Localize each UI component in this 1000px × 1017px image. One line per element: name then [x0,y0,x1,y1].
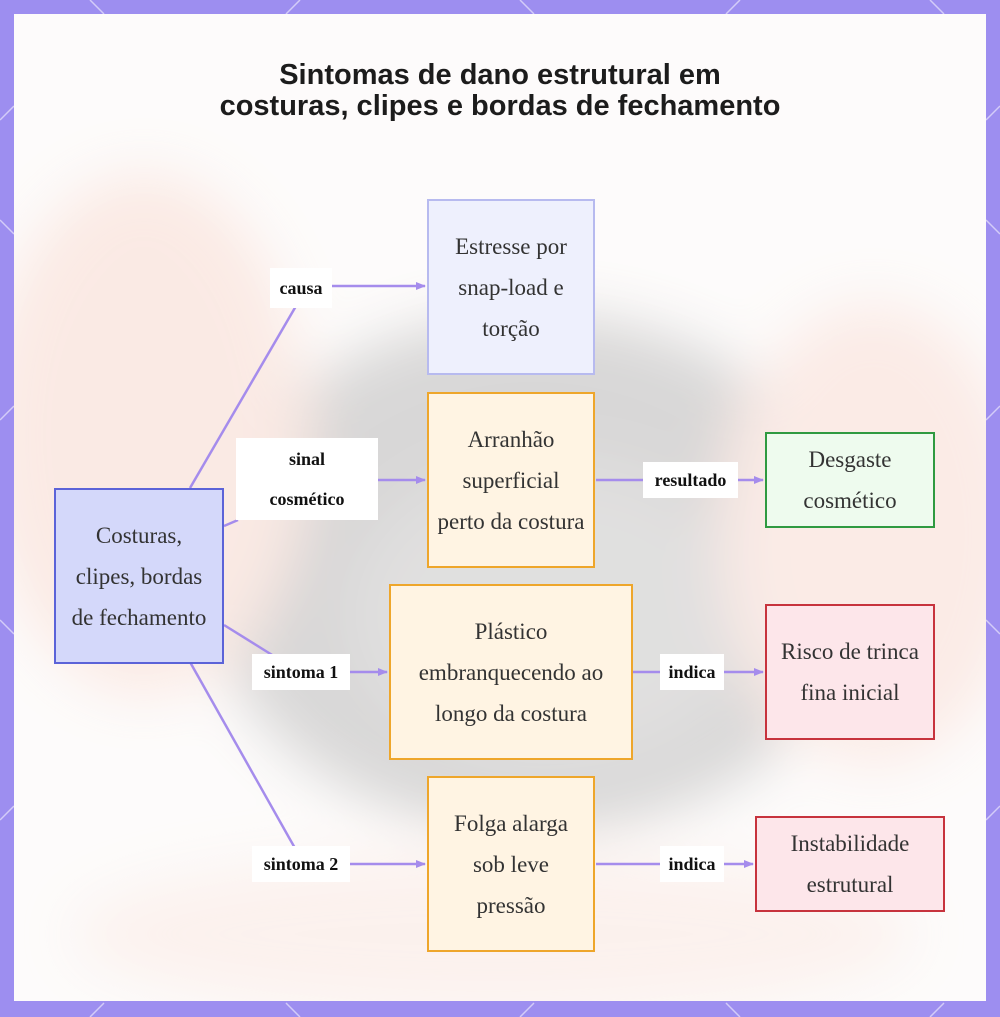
node-scratch: Arranhão superficial perto da costura [427,392,595,568]
node-crack: Risco de trinca fina inicial [765,604,935,740]
edge-label-resultado: resultado [643,462,738,498]
edge-label-sinal: sinal cosmético [236,438,378,520]
edge-label-causa: causa [270,268,332,308]
node-root: Costuras, clipes, bordas de fechamento [54,488,224,664]
edge-label-indica2: indica [660,846,724,882]
edge-label-sintoma2: sintoma 2 [252,846,350,882]
node-gap: Folga alarga sob leve pressão [427,776,595,952]
diagram-canvas: Sintomas de dano estrutural em costuras,… [14,14,986,1001]
edge-label-indica1: indica [660,654,724,690]
edge-label-sintoma1: sintoma 1 [252,654,350,690]
node-instability: Instabilidade estrutural [755,816,945,912]
node-wear: Desgaste cosmético [765,432,935,528]
node-whitening: Plástico embranquecendo ao longo da cost… [389,584,633,760]
edge-sinal [224,520,238,526]
node-cause: Estresse por snap-load e torção [427,199,595,375]
